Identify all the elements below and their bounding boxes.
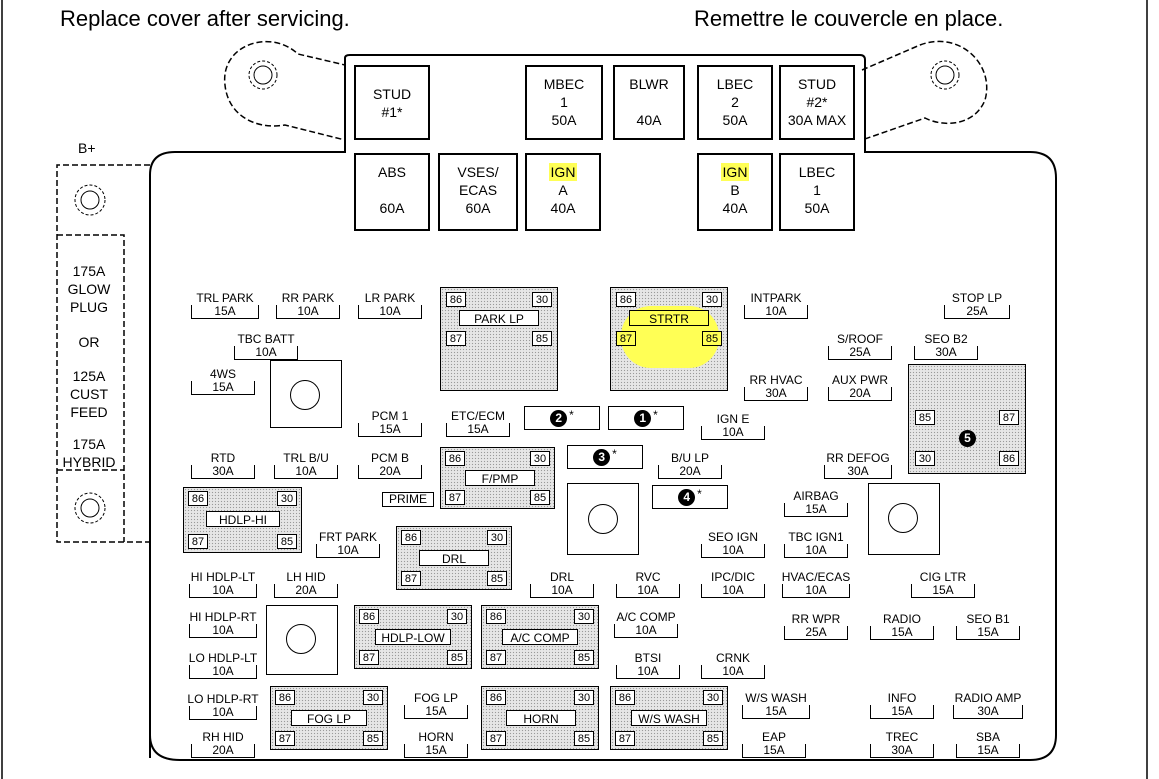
post-circle	[286, 624, 316, 654]
cavity-1: 1*	[608, 406, 684, 430]
side-option: FEED	[70, 404, 108, 420]
relay-ac-comp: 86 30 87 85 A/C COMP	[481, 605, 599, 669]
maxi-fuse-stud2: STUD#2*30A MAX	[779, 65, 855, 140]
relay-strtr: 86 30 87 85 STRTR	[610, 287, 728, 391]
relay-park-lp: 86 30 87 85 PARK LP	[440, 287, 558, 391]
relay-5: 85 87 30 86 5	[908, 364, 1026, 474]
marker-5: 5	[959, 429, 976, 447]
header-instruction-en: Replace cover after servicing.	[60, 6, 350, 31]
side-option: HYBRID	[62, 454, 116, 470]
battery-label: B+	[78, 140, 96, 156]
post-circle	[290, 380, 320, 410]
relay-fog-lp: 86 30 87 85 FOG LP	[270, 686, 388, 750]
side-option: PLUG	[69, 299, 109, 315]
relay-f-pmp: 86 30 87 85 F/PMP	[440, 447, 555, 509]
side-option: GLOW	[67, 281, 111, 297]
cavity-3: 3*	[567, 445, 643, 469]
maxi-fuse-stud1: STUD#1*	[354, 65, 430, 140]
relay-ws-wash: 86 30 87 85 W/S WASH	[610, 686, 728, 750]
post-circle	[888, 503, 918, 533]
side-option: CUST	[69, 386, 109, 402]
side-option: 175A	[72, 436, 106, 452]
empty-cavity	[567, 483, 639, 555]
relay-hdlp-low: 86 30 87 85 HDLP-LOW	[354, 605, 472, 669]
relay-hdlp-hi: 86 30 87 85 HDLP-HI	[183, 487, 302, 553]
side-option: 125A	[72, 368, 106, 384]
relay-drl: 86 30 87 85 DRL	[396, 526, 512, 590]
cavity-2: 2*	[524, 406, 600, 430]
side-option: OR	[78, 334, 100, 350]
cavity-4: 4*	[652, 485, 728, 509]
side-option: 175A	[72, 263, 106, 279]
header-instruction-fr: Remettre le couvercle en place.	[694, 6, 1004, 31]
relay-horn: 86 30 87 85 HORN	[481, 686, 599, 750]
fuse-prime: PRIME	[382, 492, 434, 507]
post-circle	[588, 504, 618, 534]
